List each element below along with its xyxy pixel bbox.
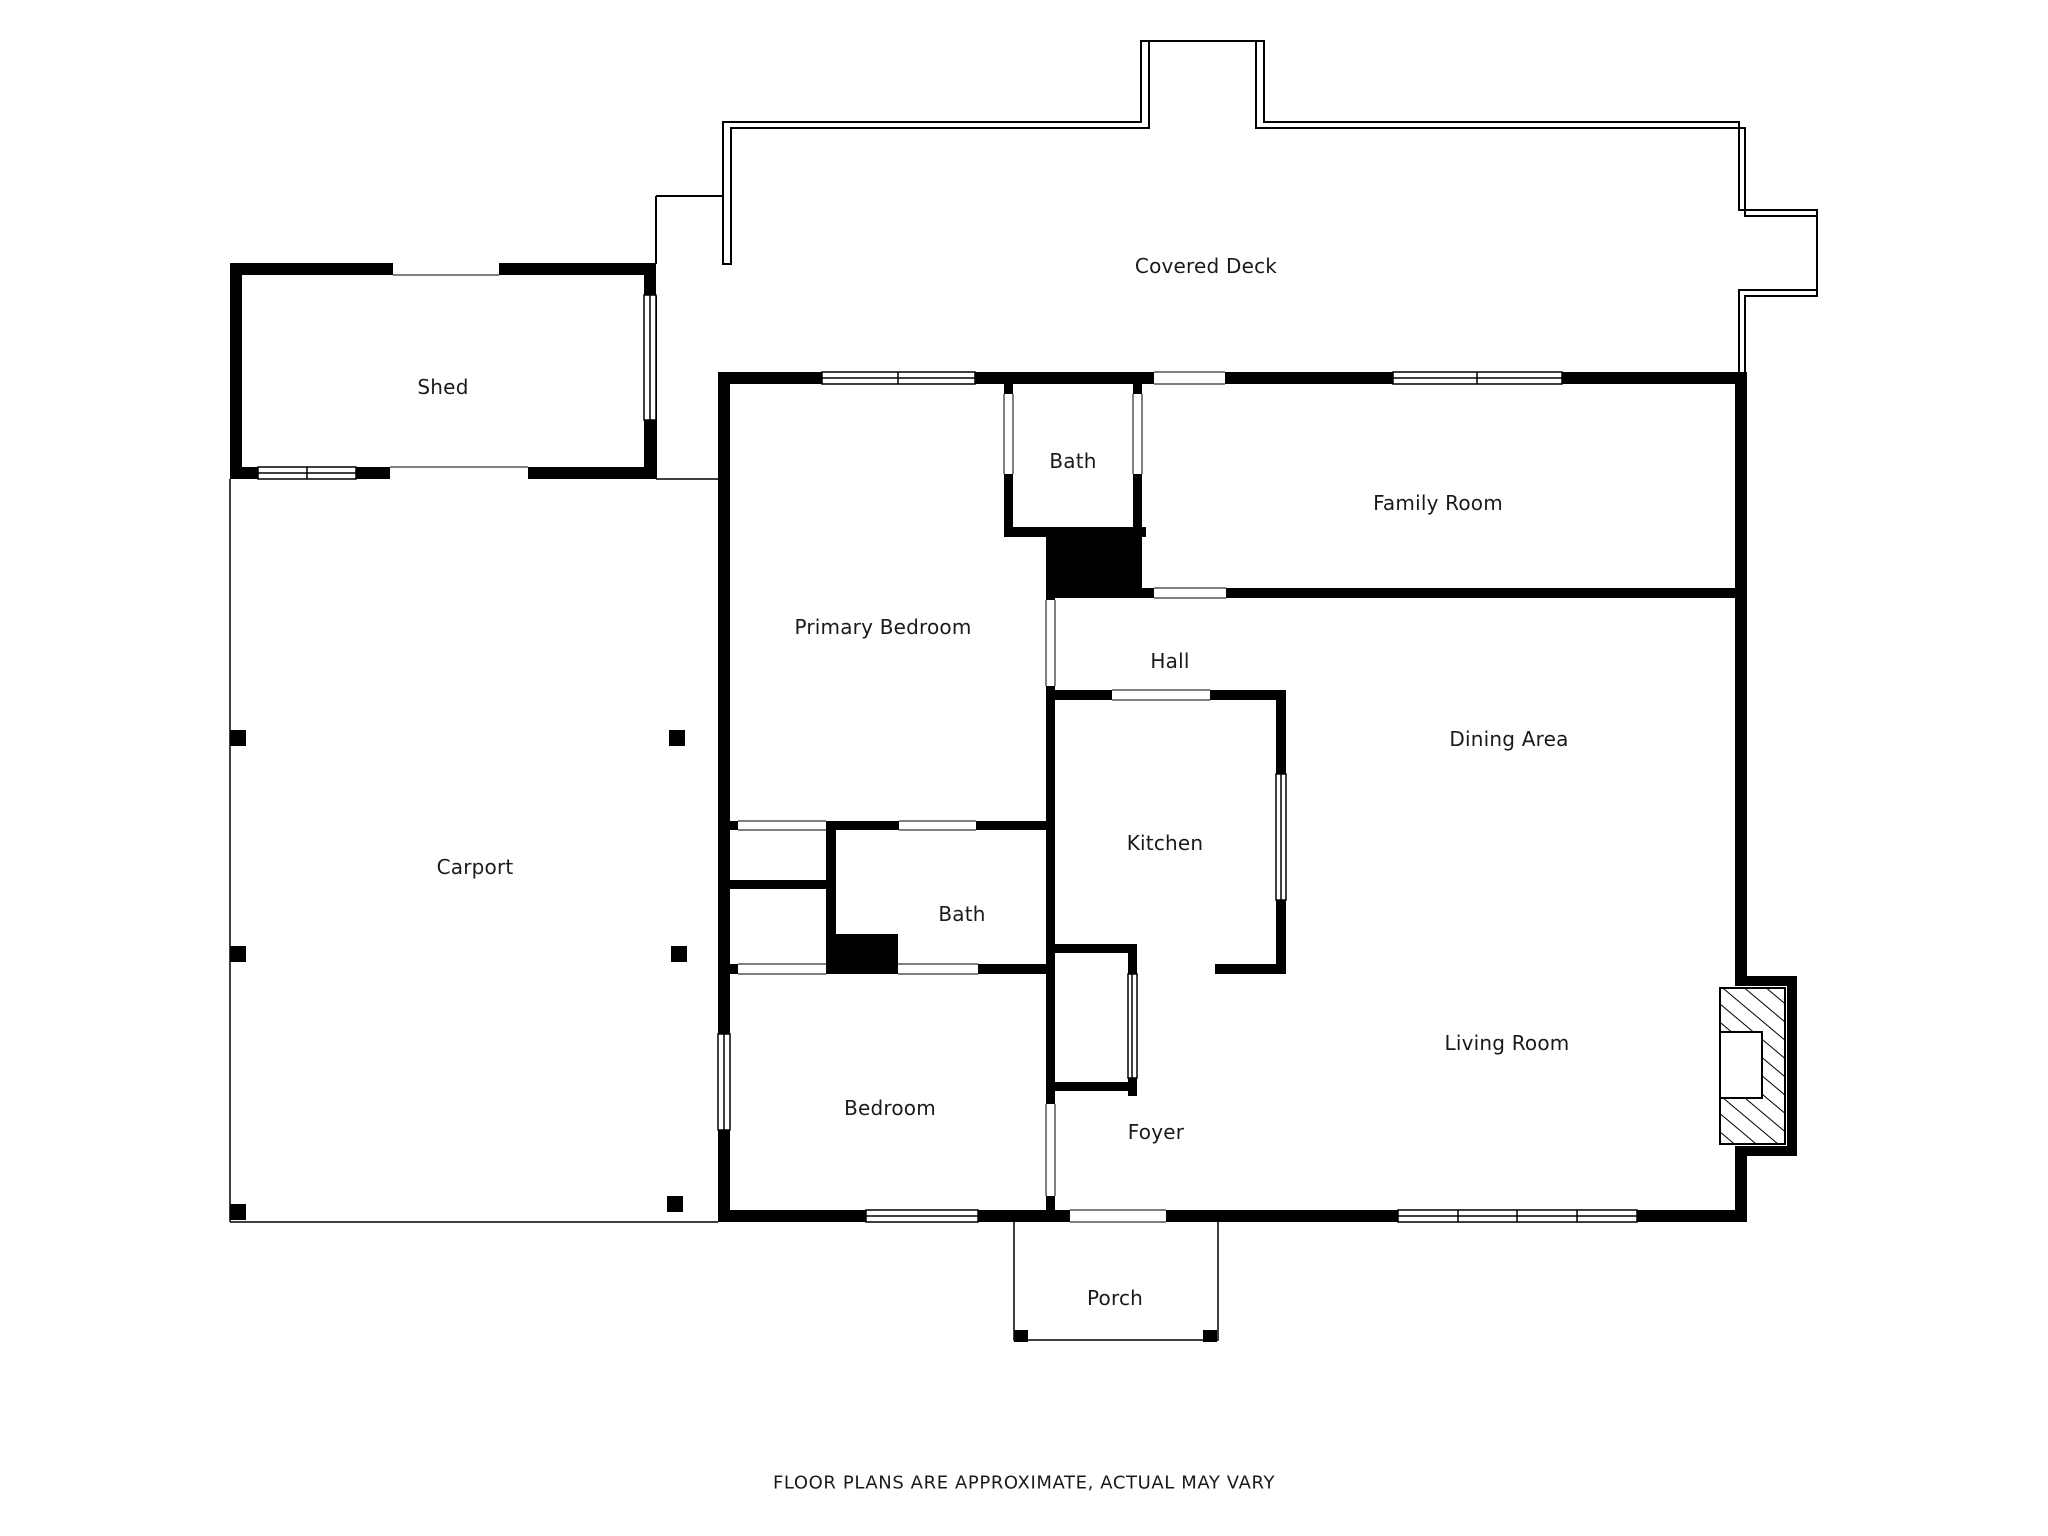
room-label-dining-area: Dining Area	[1449, 727, 1569, 751]
room-label-primary-bedroom: Primary Bedroom	[794, 615, 972, 639]
carport-outline	[229, 478, 718, 1223]
room-label-porch: Porch	[1086, 1286, 1144, 1310]
porch-outline	[1013, 1222, 1219, 1342]
fireplace	[1719, 987, 1786, 1145]
interior-walls	[730, 384, 1735, 1210]
room-label-bath-lower: Bath	[938, 902, 986, 926]
shed-windows	[257, 294, 657, 480]
house-exterior-walls	[718, 372, 1797, 1222]
door-openings	[738, 371, 1226, 1223]
carport-posts	[230, 730, 687, 1220]
room-label-bedroom: Bedroom	[844, 1096, 936, 1120]
room-label-carport: Carport	[436, 855, 514, 879]
room-label-shed: Shed	[417, 375, 469, 399]
room-label-family-room: Family Room	[1373, 491, 1503, 515]
shed-door-openings	[390, 274, 528, 468]
shed-walls	[230, 263, 656, 479]
room-label-hall: Hall	[1150, 649, 1190, 673]
windows	[717, 371, 1638, 1223]
room-label-kitchen: Kitchen	[1126, 831, 1204, 855]
disclaimer-text: FLOOR PLANS ARE APPROXIMATE, ACTUAL MAY …	[772, 1472, 1276, 1494]
room-label-bath-upper: Bath	[1049, 449, 1097, 473]
room-label-living-room: Living Room	[1444, 1031, 1570, 1055]
room-label-covered-deck: Covered Deck	[1134, 254, 1278, 278]
room-label-foyer: Foyer	[1127, 1120, 1185, 1144]
